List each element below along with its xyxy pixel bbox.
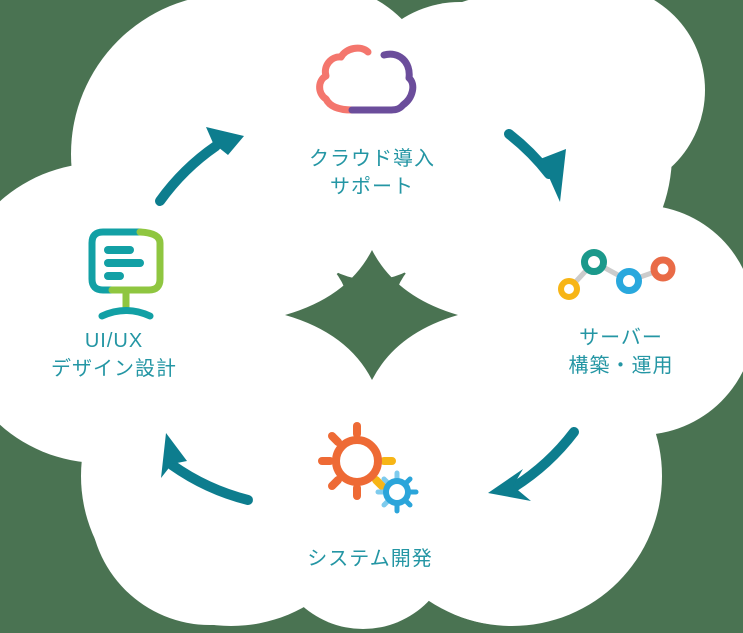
arrow-bottom-to-left bbox=[161, 433, 253, 505]
gear-large bbox=[318, 422, 396, 500]
node-teal bbox=[581, 249, 607, 275]
center-star bbox=[285, 250, 458, 380]
arrow-right-to-bottom bbox=[488, 427, 579, 501]
arrow-left-to-top bbox=[155, 127, 244, 206]
node-blue bbox=[616, 268, 642, 294]
label-line: サポート bbox=[330, 176, 414, 198]
cloud-icon bbox=[316, 44, 417, 114]
network-nodes-icon bbox=[558, 249, 676, 300]
label-cloud-support: クラウド導入 サポート bbox=[309, 145, 435, 201]
cycle-arrows bbox=[155, 127, 579, 505]
label-line: 構築・運用 bbox=[568, 355, 674, 377]
label-line: UI/UX bbox=[84, 330, 144, 352]
label-line: サーバー bbox=[579, 327, 663, 349]
label-system-dev: システム開発 bbox=[307, 545, 432, 573]
gears-icon bbox=[318, 422, 419, 514]
gear-small bbox=[375, 470, 419, 514]
label-line: クラウド導入 bbox=[309, 148, 435, 170]
node-yellow bbox=[558, 278, 580, 300]
label-server-ops: サーバー 構築・運用 bbox=[569, 324, 674, 380]
node-orange bbox=[650, 256, 676, 282]
label-line: デザイン設計 bbox=[51, 358, 177, 380]
arrow-top-to-right bbox=[504, 129, 566, 202]
label-uiux-design: UI/UX デザイン設計 bbox=[51, 327, 177, 383]
label-line: システム開発 bbox=[307, 548, 433, 570]
monitor-icon bbox=[88, 228, 164, 320]
